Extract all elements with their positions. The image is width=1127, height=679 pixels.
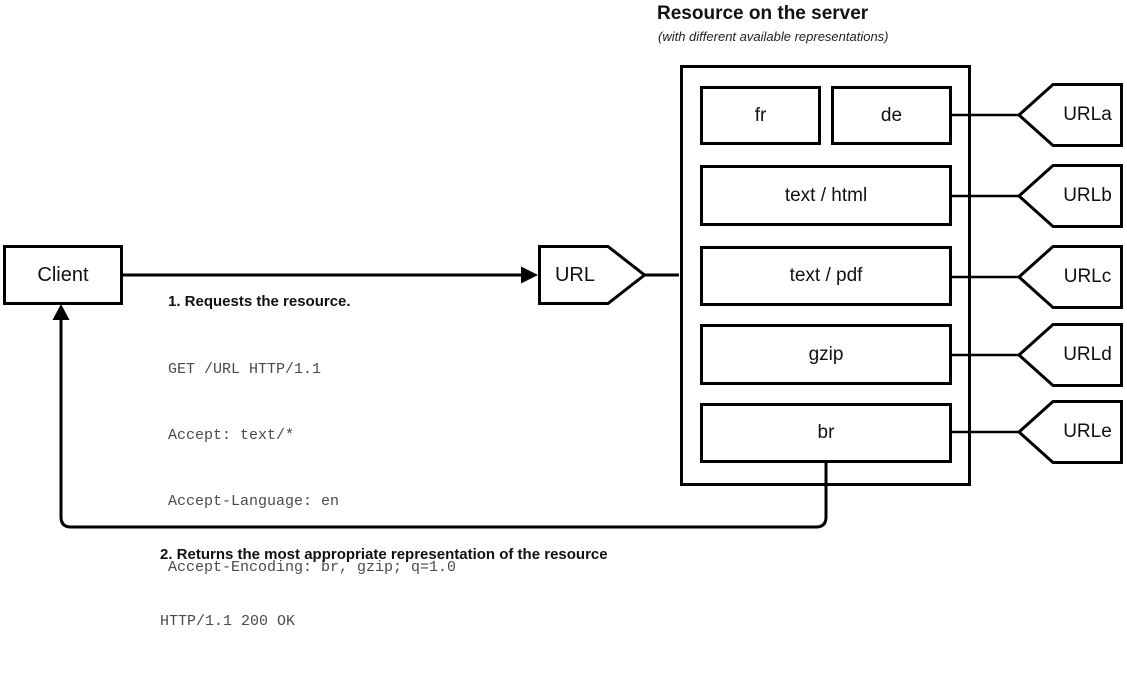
response-heading: 2. Returns the most appropriate represen… bbox=[160, 546, 608, 563]
representation-label: gzip bbox=[808, 343, 844, 365]
url-tag-shape-d bbox=[1016, 323, 1123, 387]
response-headers-block: HTTP/1.1 200 OK Content-Location: /URLe … bbox=[160, 567, 367, 679]
client-box: Client bbox=[3, 245, 123, 305]
client-label: Client bbox=[37, 263, 89, 286]
request-arrowhead-icon bbox=[521, 266, 538, 284]
url-tag-shape-c bbox=[1016, 245, 1123, 309]
url-tag-label-a: URLa bbox=[1063, 104, 1112, 125]
request-line: Accept-Encoding: br, gzip; q=1.0 bbox=[168, 559, 457, 576]
representation-label: text / html bbox=[784, 184, 868, 206]
url-pointer-shape bbox=[538, 245, 647, 305]
representation-label: de bbox=[880, 104, 903, 126]
representation-box-br: br bbox=[700, 403, 952, 463]
representation-box-fr: fr bbox=[700, 86, 821, 145]
server-title: Resource on the server bbox=[657, 3, 869, 24]
response-line: HTTP/1.1 200 OK bbox=[160, 613, 296, 630]
url-tag-label-c: URLc bbox=[1063, 266, 1112, 287]
request-heading: 1. Requests the resource. bbox=[168, 293, 351, 310]
response-return-line bbox=[59, 311, 828, 529]
representation-label: fr bbox=[754, 104, 767, 126]
representation-box-de: de bbox=[831, 86, 952, 145]
url-tag-label-e: URLe bbox=[1063, 421, 1112, 442]
url-tag-shape-a bbox=[1016, 83, 1123, 147]
representation-box-text-pdf: text / pdf bbox=[700, 246, 952, 306]
representation-box-gzip: gzip bbox=[700, 324, 952, 385]
request-headers-block: GET /URL HTTP/1.1 Accept: text/* Accept-… bbox=[168, 315, 456, 623]
server-resource-frame bbox=[680, 65, 971, 486]
request-line: GET /URL HTTP/1.1 bbox=[168, 361, 322, 378]
request-line: Accept: text/* bbox=[168, 427, 295, 444]
representation-label: text / pdf bbox=[789, 265, 863, 286]
server-subtitle: (with different available representation… bbox=[658, 29, 889, 44]
url-tag-shape-b bbox=[1016, 164, 1123, 228]
url-tag-label-b: URLb bbox=[1063, 185, 1112, 206]
representation-label: br bbox=[817, 422, 835, 443]
url-tag-shape-e bbox=[1016, 400, 1123, 464]
representation-box-text-html: text / html bbox=[700, 165, 952, 226]
url-tag-label-d: URLd bbox=[1063, 344, 1112, 365]
url-pointer-label: URL bbox=[554, 263, 595, 286]
response-arrowhead-icon bbox=[52, 304, 70, 320]
request-line: Accept-Language: en bbox=[168, 493, 340, 510]
